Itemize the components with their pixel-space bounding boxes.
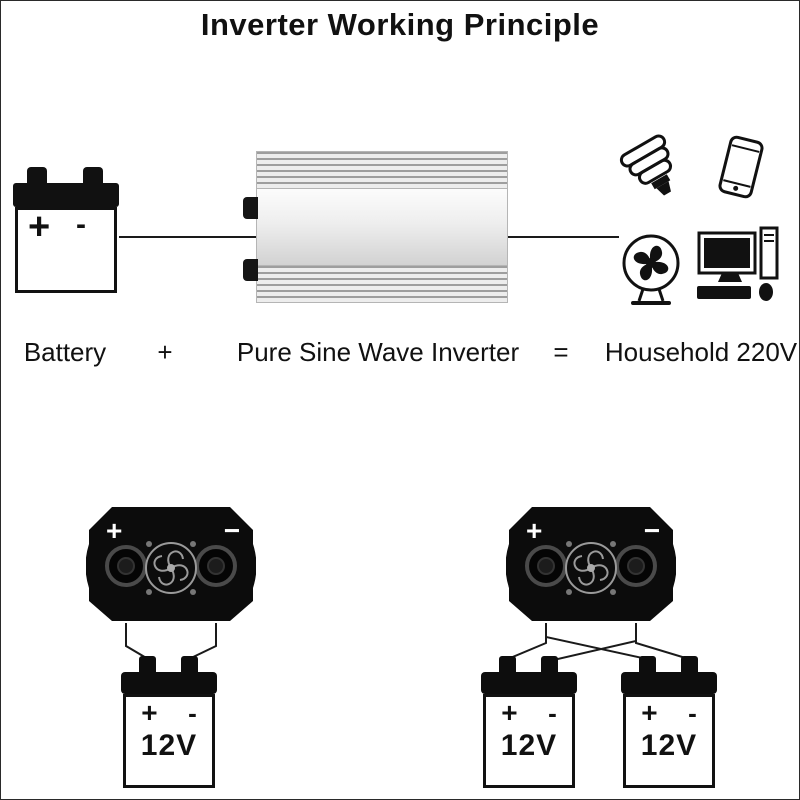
connection-line — [119, 236, 256, 238]
fan-grille-icon — [565, 542, 617, 594]
battery-cap — [481, 672, 577, 694]
screw-icons — [146, 541, 196, 595]
battery-body: + - — [15, 206, 117, 293]
inverter-top-view: + − — [506, 507, 676, 621]
battery-body: + - 12V — [483, 694, 575, 788]
battery-voltage-label: 12V — [140, 729, 198, 762]
battery-voltage-label: 12V — [640, 729, 698, 762]
battery-plus-label: + — [28, 206, 51, 248]
battery-12v: + - 12V — [121, 656, 217, 788]
page-title: Inverter Working Principle — [200, 7, 600, 42]
household-output-label: Household 220V — [604, 337, 798, 367]
inverter-image — [243, 151, 508, 303]
battery-voltage-label: 12V — [500, 729, 558, 762]
cfl-bulb-icon — [619, 134, 673, 196]
inverter-minus-label: − — [224, 515, 240, 546]
inverter-plus-label: + — [106, 515, 122, 546]
household-appliances — [619, 134, 779, 305]
screw-icons — [566, 541, 616, 595]
inverter-label: Pure Sine Wave Inverter — [236, 337, 520, 367]
battery-12v: + - 12V — [621, 656, 717, 788]
battery-minus-label: - — [688, 698, 697, 728]
battery-terminal-icon — [27, 167, 47, 187]
fan-icon — [622, 234, 680, 305]
battery-cap — [13, 183, 119, 207]
battery-terminal-icon — [541, 656, 558, 676]
inverter-body — [256, 189, 508, 265]
inverter-heatsink-bottom — [256, 265, 508, 303]
battery-icon: + - — [13, 167, 119, 293]
connection-line — [508, 236, 619, 238]
inverter-terminal-icon — [243, 197, 258, 219]
battery-terminal-icon — [639, 656, 656, 676]
inverter-minus-label: − — [644, 515, 660, 546]
plus-sign: + — [157, 337, 173, 367]
battery-terminal-icon — [499, 656, 516, 676]
battery-label: Battery — [23, 337, 107, 367]
inverter-heatsink-top — [256, 151, 508, 189]
battery-terminal-icon — [139, 656, 156, 676]
battery-body: + - 12V — [123, 694, 215, 788]
battery-plus-label: + — [501, 697, 518, 728]
battery-12v: + - 12V — [481, 656, 577, 788]
battery-cap — [121, 672, 217, 694]
battery-plus-label: + — [641, 697, 658, 728]
battery-terminal-icon — [181, 656, 198, 676]
battery-terminal-icon — [83, 167, 103, 187]
battery-minus-label: - — [188, 698, 197, 728]
battery-body: + - 12V — [623, 694, 715, 788]
desktop-computer-icon — [697, 226, 779, 301]
equals-sign: = — [553, 337, 569, 367]
battery-plus-label: + — [141, 697, 158, 728]
battery-terminal-icon — [681, 656, 698, 676]
inverter-plus-label: + — [526, 515, 542, 546]
fan-grille-icon — [145, 542, 197, 594]
battery-cap — [621, 672, 717, 694]
battery-minus-label: - — [548, 698, 557, 728]
inverter-terminal-icon — [243, 259, 258, 281]
inverter-top-view: + − — [86, 507, 256, 621]
battery-minus-label: - — [76, 208, 86, 241]
smartphone-icon — [718, 135, 764, 199]
